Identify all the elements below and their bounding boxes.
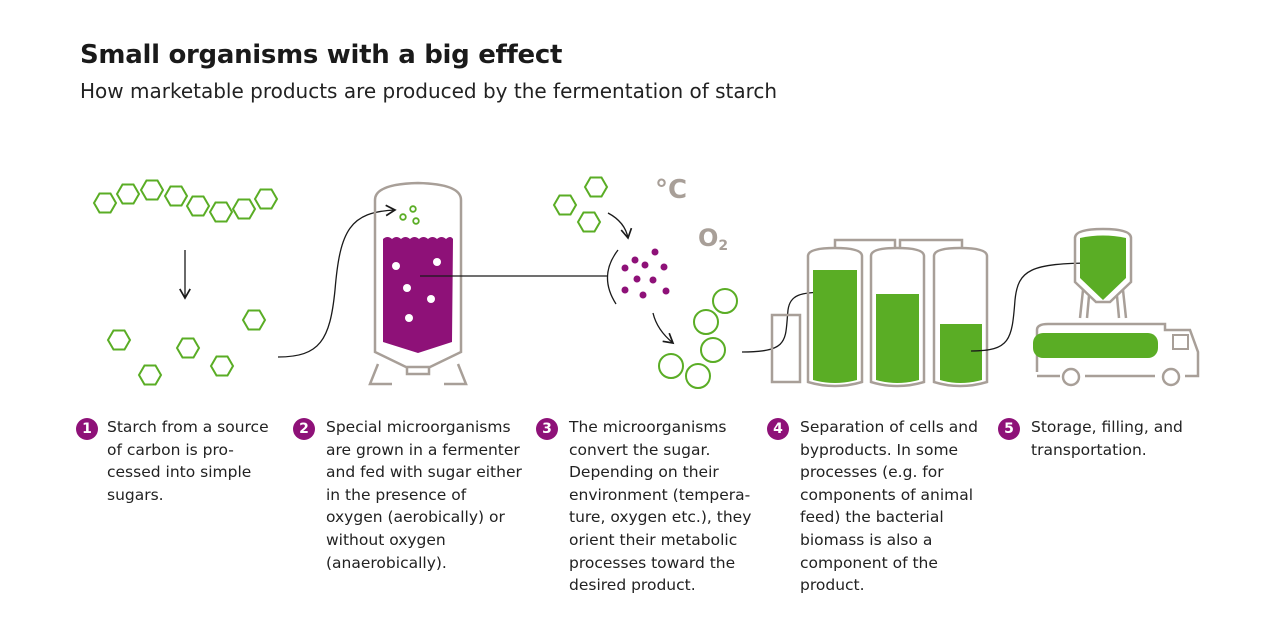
fermenter-icon xyxy=(368,181,468,386)
step-text-line: without oxygen xyxy=(326,530,446,549)
step-text-line: components of animal xyxy=(800,485,974,504)
step-text-line: ture, oxygen etc.), they xyxy=(569,508,752,527)
step-text-line: orient their metabolic xyxy=(569,530,738,549)
sugar-hexagon-icon xyxy=(106,329,132,351)
step-description: The microorganisms convert the sugar. Depe… xyxy=(569,416,751,597)
step-text-line: The microorganisms xyxy=(569,418,727,436)
step-number-badge: 2 xyxy=(293,418,315,440)
step-number-badge: 4 xyxy=(767,418,789,440)
arrow-to-storage-icon xyxy=(970,257,1097,352)
step-text-line: Depending on their xyxy=(569,463,719,482)
step-text-line: of carbon is pro- xyxy=(107,440,234,459)
sugar-hexagon-icon xyxy=(137,364,163,386)
step-text-line: processes toward the xyxy=(569,553,736,572)
product-cells xyxy=(658,288,738,389)
sugar-hexagon-icon xyxy=(175,337,201,359)
step-text-line: Special microorganisms xyxy=(326,418,511,436)
step-text-line: transportation. xyxy=(1031,440,1147,459)
sugar-hexagon-icon xyxy=(208,201,234,223)
temperature-label: °C xyxy=(655,175,687,205)
step-description: Separation of cells and byproducts. In so… xyxy=(800,416,978,597)
step-text-line: biomass is also a xyxy=(800,530,933,549)
step-text-line: product. xyxy=(800,576,865,595)
step-text-line: environment (tempera- xyxy=(569,485,751,504)
step-text-line: component of the xyxy=(800,553,938,572)
sugar-hexagon-icon xyxy=(209,355,235,377)
step-number-badge: 3 xyxy=(536,418,558,440)
separation-tanks-icon xyxy=(770,238,989,388)
sugar-hexagon-icon xyxy=(552,194,578,216)
step-text-line: oxygen (aerobically) or xyxy=(326,508,505,527)
step-text-line: sugars. xyxy=(107,485,164,504)
step-description: Starch from a source of carbon is pro-ces… xyxy=(107,416,269,506)
step-text-line: convert the sugar. xyxy=(569,440,711,459)
sugar-hexagon-icon xyxy=(231,198,257,220)
step-text-line: Separation of cells and xyxy=(800,418,978,436)
step-text-line: Starch from a source xyxy=(107,418,269,436)
arrow-to-fermenter-icon xyxy=(277,204,397,358)
step-description: Storage, filling, and transportation. xyxy=(1031,416,1183,461)
sugar-hexagon-icon xyxy=(583,176,609,198)
step-text-line: desired product. xyxy=(569,576,696,595)
arrow-sugar-in-icon xyxy=(607,212,633,240)
step-number-badge: 5 xyxy=(998,418,1020,440)
sugar-hexagon-icon xyxy=(92,192,118,214)
oxygen-label: O2 xyxy=(698,224,728,254)
sugar-hexagon-icon xyxy=(185,195,211,217)
sugar-hexagon-icon xyxy=(576,211,602,233)
microorganism-dots xyxy=(621,248,670,299)
sugar-hexagon-icon xyxy=(253,188,279,210)
storage-silo-icon xyxy=(1073,227,1133,319)
step-text-line: byproducts. In some xyxy=(800,440,959,459)
sugar-hexagon-icon xyxy=(115,183,141,205)
step-text-line: (anaerobically). xyxy=(326,553,447,572)
step-text-line: cessed into simple xyxy=(107,463,252,482)
step-text-line: processes (e.g. for xyxy=(800,463,944,482)
page-title: Small organisms with a big effect xyxy=(80,40,563,70)
step-text-line: in the presence of xyxy=(326,485,467,504)
sugar-hexagon-icon xyxy=(163,185,189,207)
sugar-hexagon-icon xyxy=(241,309,267,331)
step-text-line: feed) the bacterial xyxy=(800,508,944,527)
sugar-hexagon-icon xyxy=(139,179,165,201)
step-number-badge: 1 xyxy=(76,418,98,440)
arrow-product-out-icon xyxy=(652,312,675,345)
tanker-truck-icon xyxy=(1033,322,1200,387)
page-subtitle: How marketable products are produced by … xyxy=(80,79,778,103)
step-text-line: and fed with sugar either xyxy=(326,463,522,482)
step-description: Special microorganisms are grown in a fer… xyxy=(326,416,522,574)
arrow-to-separation-icon xyxy=(741,286,830,353)
starch-sugar-hexagons xyxy=(92,176,609,386)
step-text-line: are grown in a fermenter xyxy=(326,440,520,459)
step-text-line: Storage, filling, and xyxy=(1031,418,1183,436)
